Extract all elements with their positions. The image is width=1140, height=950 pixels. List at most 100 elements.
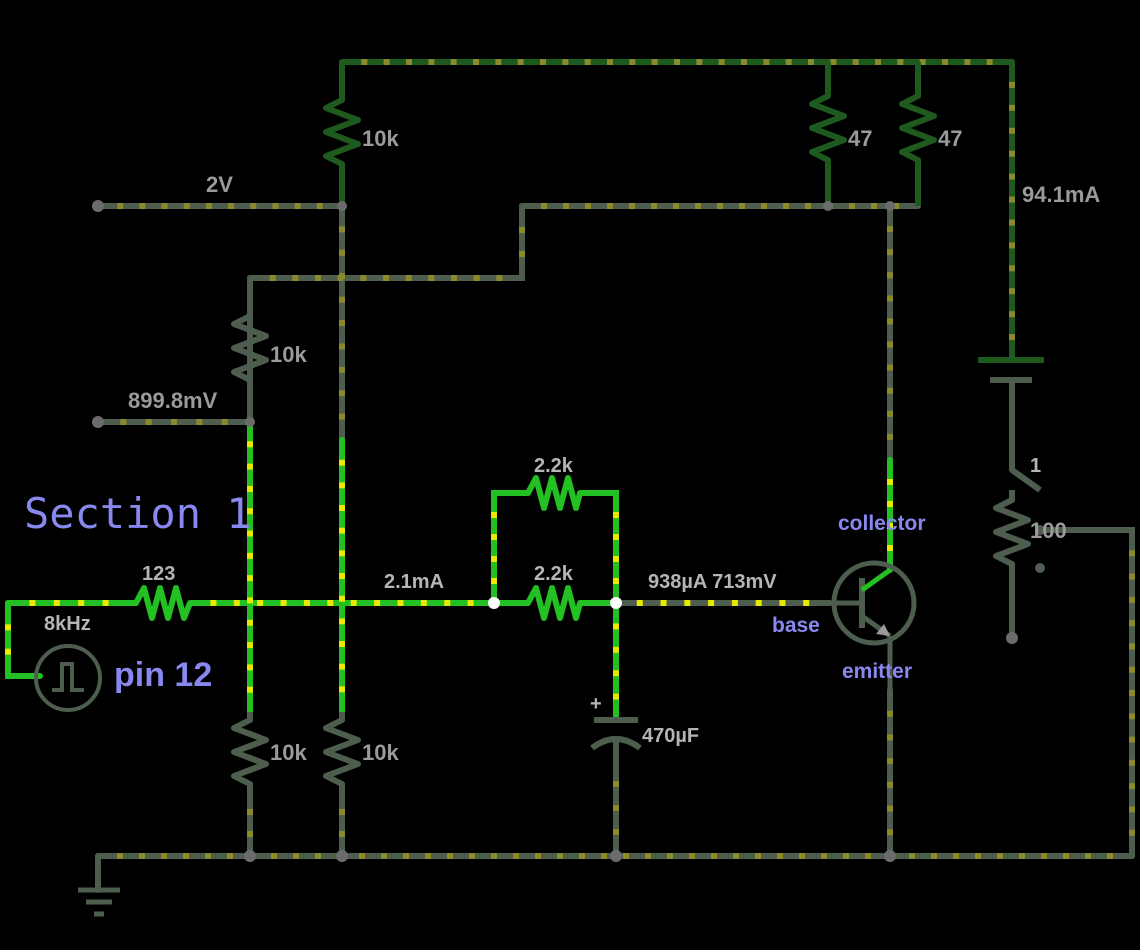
current-dot [339, 482, 345, 489]
current-dot [271, 853, 277, 859]
readout-base: 938µA 713mV [648, 571, 777, 593]
current-dot [339, 550, 345, 557]
current-dot [339, 831, 345, 837]
current-dot [491, 853, 497, 859]
current-dot [887, 805, 893, 812]
current-dot [1063, 853, 1069, 859]
resistor-r-input [130, 585, 193, 621]
current-dot [196, 419, 203, 425]
current-dot [383, 275, 389, 281]
current-dot [496, 275, 503, 281]
current-dot [161, 203, 168, 209]
current-dot [171, 419, 177, 425]
current-dot [269, 275, 276, 281]
current-dot [849, 203, 855, 209]
current-dot [1129, 573, 1135, 580]
current-dot [651, 59, 658, 65]
current-dot [1129, 643, 1135, 650]
current-dot [875, 59, 881, 65]
current-dot [761, 203, 767, 209]
current-dot [805, 203, 811, 209]
current-dot [660, 600, 667, 606]
current-dot [953, 853, 959, 859]
current-dot [339, 390, 345, 397]
current-dot [1009, 104, 1015, 111]
current-dot [563, 203, 569, 209]
current-dot [777, 853, 783, 859]
current-dot [689, 853, 695, 859]
current-dot [613, 623, 619, 630]
current-dot [381, 853, 387, 859]
current-dot [763, 59, 770, 65]
current-dot [1009, 311, 1015, 318]
npn-transistor [830, 560, 917, 690]
current-dot [469, 853, 475, 859]
current-dot [139, 853, 145, 859]
junction-nodes [92, 200, 1018, 862]
current-dot [887, 364, 893, 371]
current-dot [247, 686, 253, 693]
resistor-r-bot-left [231, 712, 269, 792]
current-dot [695, 203, 701, 209]
current-dot [228, 203, 235, 209]
current-dot [1009, 334, 1015, 341]
current-dot [495, 59, 502, 65]
current-dot [1129, 550, 1135, 557]
current-dot [1041, 853, 1047, 859]
current-dot [519, 251, 525, 257]
switch-1[interactable] [1010, 467, 1045, 573]
current-dot [406, 59, 412, 65]
current-dot [102, 600, 109, 606]
current-dot [557, 853, 563, 859]
current-dot [247, 463, 253, 470]
current-dot [887, 318, 893, 325]
current-dot [339, 413, 345, 420]
current-dot [272, 203, 279, 209]
label-cap: 470µF [642, 725, 699, 747]
current-dot [645, 853, 651, 859]
label-r-mid: 10k [270, 342, 307, 367]
current-dot [733, 853, 739, 859]
current-dot [1009, 219, 1015, 226]
current-dot [708, 600, 715, 606]
resistor-r-switch [993, 490, 1031, 580]
current-dot [513, 853, 519, 859]
current-dot [613, 829, 619, 835]
current-dot [755, 853, 761, 859]
current-dot [205, 203, 212, 209]
current-dot [731, 600, 738, 606]
current-dot [718, 59, 725, 65]
current-dot [221, 419, 228, 425]
current-dot [651, 203, 657, 209]
current-dot [29, 600, 36, 606]
current-dot [1085, 853, 1091, 859]
current-dot [562, 59, 569, 65]
current-dot [540, 59, 546, 65]
current-dot [887, 249, 893, 256]
current-dot [374, 600, 381, 606]
current-dot [139, 203, 146, 209]
current-dot [451, 275, 457, 281]
current-dot [887, 829, 893, 836]
current-dot [315, 275, 321, 281]
current-dot [339, 618, 345, 625]
current-dot [247, 485, 253, 492]
current-dot [257, 600, 264, 606]
current-dot [1009, 81, 1015, 88]
current-dot [887, 545, 893, 551]
current-dot [517, 59, 524, 65]
current-dot [403, 853, 409, 859]
current-dot [339, 663, 345, 670]
current-dot [684, 600, 691, 606]
current-dot [316, 203, 323, 209]
current-dot [292, 275, 299, 281]
current-dot [339, 226, 345, 233]
label-r-coll-a: 47 [848, 126, 872, 151]
current-dot [613, 670, 619, 677]
current-dot [227, 853, 233, 859]
label-r-bot-left: 10k [270, 740, 307, 765]
current-dot [629, 203, 635, 209]
label-r-parallel-top: 2.2k [534, 455, 574, 477]
current-dot [233, 600, 240, 606]
